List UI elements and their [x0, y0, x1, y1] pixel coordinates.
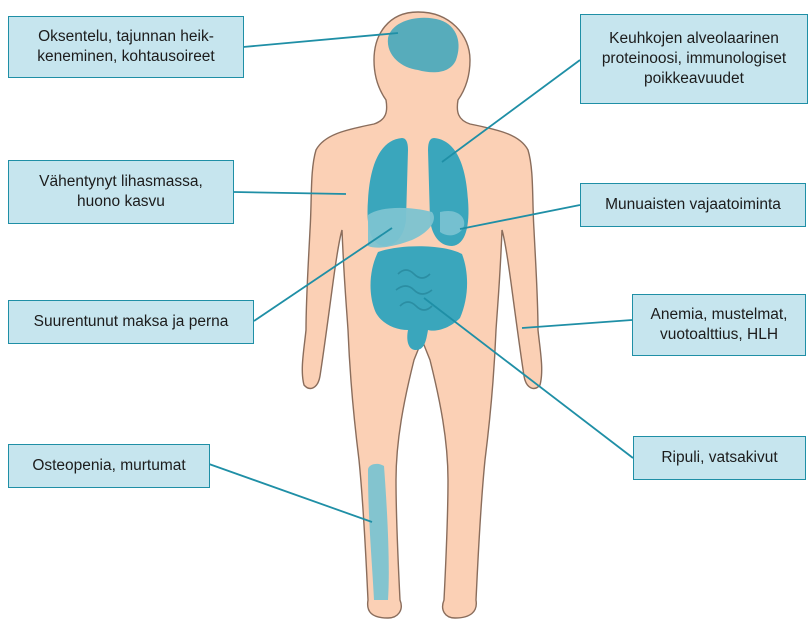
label-text: Munuaisten vajaatoiminta: [605, 195, 781, 215]
label-muscle: Vähentynyt lihasmassa, huono kasvu: [8, 160, 234, 224]
label-text: proteinoosi, immunologiset: [602, 49, 786, 69]
label-lungs: Keuhkojen alveolaarinen proteinoosi, imm…: [580, 14, 808, 104]
label-gut: Ripuli, vatsakivut: [633, 436, 806, 480]
leader-brain: [243, 33, 398, 47]
label-text: huono kasvu: [77, 192, 165, 212]
label-text: Oksentelu, tajunnan heik-: [38, 27, 214, 47]
label-kidney: Munuaisten vajaatoiminta: [580, 183, 806, 227]
label-text: Anemia, mustelmat,: [651, 305, 788, 325]
label-text: Suurentunut maksa ja perna: [34, 312, 229, 332]
leader-bone: [209, 464, 372, 522]
label-brain: Oksentelu, tajunnan heik- keneminen, koh…: [8, 16, 244, 78]
label-text: vuotoalttius, HLH: [660, 325, 778, 345]
label-text: Keuhkojen alveolaarinen: [609, 29, 779, 49]
label-blood: Anemia, mustelmat, vuotoalttius, HLH: [632, 294, 806, 356]
label-liver: Suurentunut maksa ja perna: [8, 300, 254, 344]
label-bone: Osteopenia, murtumat: [8, 444, 210, 488]
label-text: Ripuli, vatsakivut: [661, 448, 777, 468]
label-text: Osteopenia, murtumat: [32, 456, 185, 476]
label-text: keneminen, kohtausoireet: [37, 47, 215, 67]
label-text: Vähentynyt lihasmassa,: [39, 172, 203, 192]
label-text: poikkeavuudet: [644, 69, 744, 89]
